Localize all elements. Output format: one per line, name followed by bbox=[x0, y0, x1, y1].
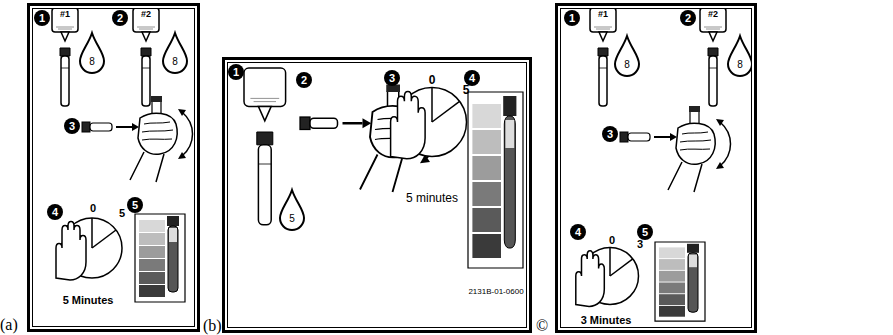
timer bbox=[56, 218, 122, 280]
callout-number: 4 bbox=[469, 72, 475, 84]
step-callout: 1 bbox=[34, 10, 50, 26]
callout-number: 2 bbox=[685, 12, 691, 24]
timer bbox=[576, 248, 639, 307]
step-label: 8 bbox=[737, 60, 743, 70]
callout-number: 2 bbox=[117, 12, 123, 24]
color-chart bbox=[468, 92, 523, 268]
panel-label: © bbox=[536, 317, 548, 335]
step-label: 3 bbox=[637, 239, 643, 250]
callout-number: 2 bbox=[301, 74, 307, 86]
step-label: 2131B-01-0600 bbox=[468, 288, 523, 296]
dropper-bottle bbox=[52, 8, 78, 106]
drop bbox=[80, 33, 104, 73]
color-chart bbox=[135, 214, 185, 302]
step-callout: 1 bbox=[564, 10, 580, 26]
step-callout: 2 bbox=[680, 10, 696, 26]
callout-number: 4 bbox=[52, 206, 58, 218]
timer bbox=[391, 88, 467, 159]
step-label: #1 bbox=[598, 10, 608, 19]
drop bbox=[280, 190, 304, 230]
step-label: 5 bbox=[289, 214, 295, 224]
callout-number: 5 bbox=[642, 226, 648, 238]
step-callout: 3 bbox=[384, 70, 400, 86]
step-callout: 5 bbox=[127, 197, 143, 213]
dropper-bottle bbox=[700, 8, 726, 106]
dropper-bottle bbox=[590, 8, 616, 106]
step-label: 0 bbox=[90, 203, 96, 214]
panel-label: (a) bbox=[0, 316, 18, 334]
step-label: 5 bbox=[119, 208, 125, 219]
instruction-panel: ©12345 bbox=[555, 3, 757, 333]
drop bbox=[615, 36, 639, 76]
step-label: #2 bbox=[141, 10, 151, 19]
callout-number: 1 bbox=[39, 12, 45, 24]
step-label: #2 bbox=[708, 10, 718, 19]
shake-vial bbox=[82, 96, 193, 182]
callout-number: 1 bbox=[233, 66, 239, 78]
step-label: 0 bbox=[609, 235, 615, 246]
drop bbox=[728, 36, 752, 76]
step-callout: 2 bbox=[296, 72, 312, 88]
step-callout: 1 bbox=[228, 64, 244, 80]
step-label: 0 bbox=[429, 74, 436, 86]
step-label: 8 bbox=[172, 57, 178, 67]
color-chart bbox=[655, 242, 705, 321]
step-label: 5 minutes bbox=[406, 192, 458, 204]
panel-label: (b) bbox=[203, 317, 222, 335]
step-label: 3 Minutes bbox=[581, 315, 632, 326]
instruction-panel: (a)12345 bbox=[27, 3, 200, 332]
step-label: 5 Minutes bbox=[63, 295, 114, 306]
callout-number: 3 bbox=[389, 72, 395, 84]
step-label: 8 bbox=[624, 60, 630, 70]
callout-number: 1 bbox=[569, 12, 575, 24]
step-callout: 3 bbox=[602, 126, 618, 142]
step-callout: 2 bbox=[112, 10, 128, 26]
step-callout: 4 bbox=[570, 224, 586, 240]
drop bbox=[163, 33, 187, 73]
dropper-bottle bbox=[133, 8, 159, 106]
callout-number: 5 bbox=[132, 199, 138, 211]
callout-number: 4 bbox=[575, 226, 581, 238]
step-label: 5 bbox=[463, 84, 470, 96]
dropper-bottle bbox=[244, 68, 286, 225]
step-label: #1 bbox=[60, 10, 70, 19]
shake-vial bbox=[620, 106, 731, 192]
step-label: 8 bbox=[89, 57, 95, 67]
callout-number: 3 bbox=[607, 128, 613, 140]
step-callout: 4 bbox=[47, 204, 63, 220]
step-callout: 3 bbox=[64, 118, 80, 134]
callout-number: 3 bbox=[69, 120, 75, 132]
